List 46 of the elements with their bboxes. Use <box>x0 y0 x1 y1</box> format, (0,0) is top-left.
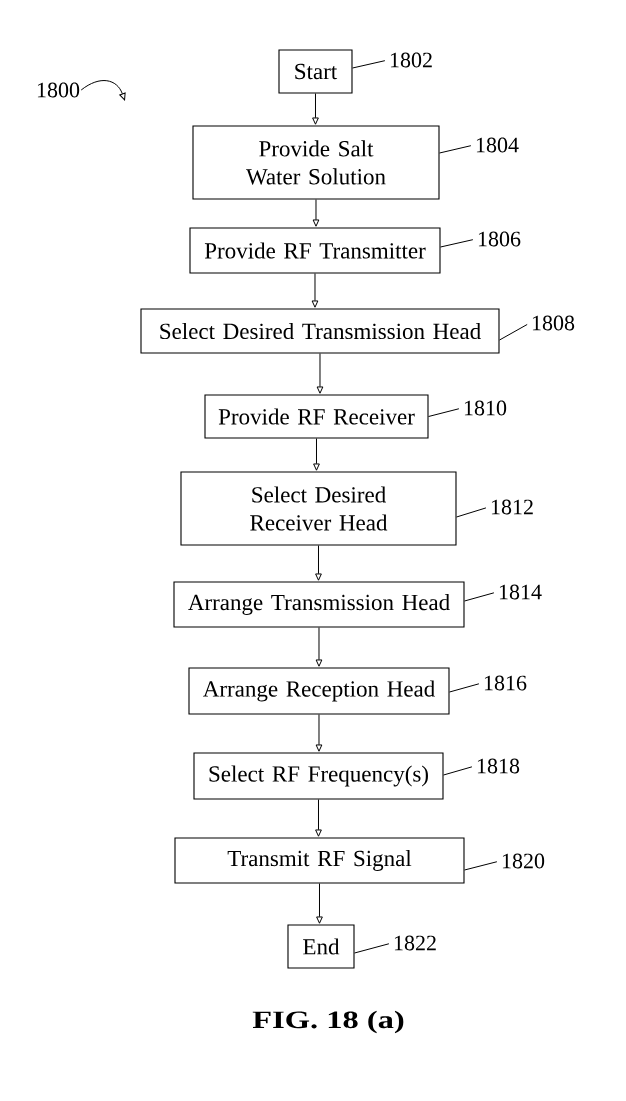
arrow <box>315 545 322 581</box>
reference-numeral: 1810 <box>464 400 507 416</box>
reference-numeral: 1806 <box>478 231 521 247</box>
arrow <box>316 353 324 394</box>
process-box: Transmit RF Signal <box>174 837 465 884</box>
arrow <box>315 799 322 837</box>
arrow <box>313 438 320 471</box>
reference-numeral: 1816 <box>484 675 527 691</box>
reference-numeral: 1802 <box>390 52 432 68</box>
arrow <box>316 883 323 924</box>
curved-arrow <box>80 80 126 101</box>
process-box: Provide RF Receiver <box>204 394 429 439</box>
figure-caption: FIG. 18 (a) <box>252 1010 404 1034</box>
process-box: Select RF Frequency(s) <box>193 752 444 800</box>
reference-numeral: 1804 <box>476 137 519 153</box>
reference-numeral: 1814 <box>499 584 542 600</box>
arrow <box>315 714 323 752</box>
reference-numeral: 1822 <box>394 935 436 951</box>
process-box: Provide Salt Water Solution <box>192 125 440 200</box>
process-box: Arrange Reception Head <box>188 667 450 715</box>
leader-line <box>352 60 386 69</box>
process-box: Provide RF Transmitter <box>189 227 441 274</box>
leader-line <box>456 507 487 518</box>
leader-line <box>439 145 472 154</box>
arrow <box>315 627 323 667</box>
reference-numeral: 1808 <box>532 315 575 331</box>
reference-numeral: 1812 <box>491 499 533 515</box>
process-box: Select Desired Transmission Head <box>140 308 500 354</box>
reference-numeral: 1820 <box>502 853 545 869</box>
process-box: Select Desired Receiver Head <box>180 471 457 546</box>
arrow <box>311 273 319 308</box>
arrow <box>312 199 320 227</box>
start-box: Start <box>278 49 353 94</box>
leader-line <box>464 861 498 871</box>
leader-line <box>464 592 495 602</box>
process-box: Arrange Transmission Head <box>173 581 465 628</box>
leader-line <box>499 324 528 341</box>
reference-numeral: 1800 <box>37 82 80 98</box>
end-box: End <box>287 924 355 969</box>
reference-numeral: 1818 <box>477 758 520 774</box>
leader-line <box>443 766 473 776</box>
leader-line <box>354 943 390 954</box>
leader-line <box>449 683 480 693</box>
arrow <box>312 93 319 125</box>
leader-line <box>428 408 460 417</box>
leader-line <box>440 239 474 248</box>
